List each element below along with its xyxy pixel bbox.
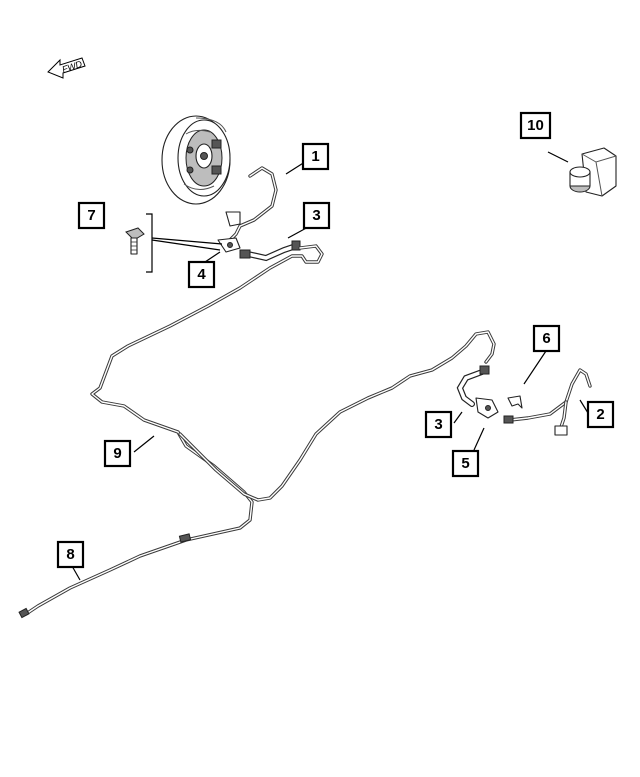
group-bracket-lines xyxy=(146,213,223,273)
fwd-label: FWD xyxy=(61,59,84,75)
callout-3b: 3 xyxy=(424,410,453,439)
brake-hose-left xyxy=(239,240,301,262)
callout-9: 9 xyxy=(103,439,132,468)
callout-10: 10 xyxy=(519,111,552,140)
callout-7-label: 7 xyxy=(87,207,95,224)
brake-backing-plate xyxy=(161,115,231,205)
brake-hose-right xyxy=(456,365,490,407)
brake-sensor xyxy=(569,147,617,197)
callout-6: 6 xyxy=(532,324,561,353)
callout-3b-label: 3 xyxy=(434,416,442,433)
hose-bracket-right xyxy=(475,397,499,419)
callout-7: 7 xyxy=(77,201,106,230)
callout-4-label: 4 xyxy=(197,266,206,283)
callout-3a-label: 3 xyxy=(312,207,320,224)
retaining-clip xyxy=(507,395,523,409)
callout-10-label: 10 xyxy=(527,117,544,134)
callout-2: 2 xyxy=(586,400,615,429)
callout-6-label: 6 xyxy=(542,330,550,347)
callout-5: 5 xyxy=(451,449,480,478)
hose-bracket-left xyxy=(217,237,241,253)
brake-tube-2 xyxy=(503,368,592,436)
forward-arrow-icon: FWD xyxy=(47,57,86,79)
callout-1: 1 xyxy=(301,142,330,171)
callout-9-label: 9 xyxy=(113,445,121,462)
callout-3a: 3 xyxy=(302,201,331,230)
brake-tube-1 xyxy=(225,166,278,242)
callout-2-label: 2 xyxy=(596,406,604,423)
callout-8: 8 xyxy=(56,540,85,569)
callout-5-label: 5 xyxy=(461,455,469,472)
callout-8-label: 8 xyxy=(66,546,74,563)
callout-1-label: 1 xyxy=(311,148,319,165)
callout-4: 4 xyxy=(187,260,216,289)
brake-tube-main xyxy=(18,244,324,619)
brake-tube-crossover xyxy=(178,330,496,502)
bolt xyxy=(125,227,145,255)
